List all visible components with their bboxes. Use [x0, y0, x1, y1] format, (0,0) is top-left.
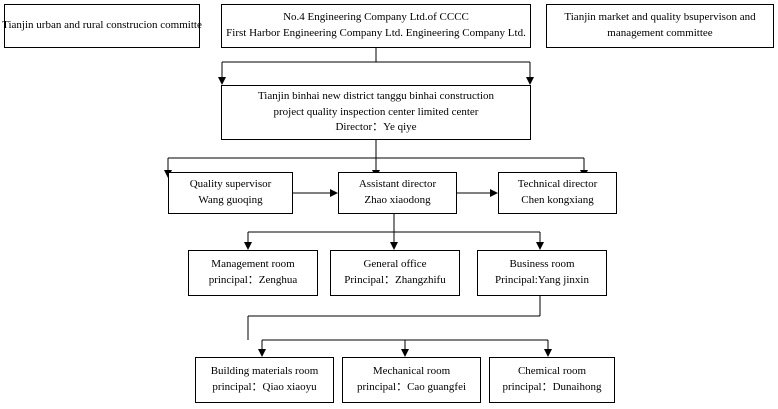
node-quality-supervisor-line-2: Wang guoqing: [198, 194, 263, 206]
node-management-room-line-1: Management room: [211, 258, 295, 271]
node-technical-director-line-2: Chen kongxiang: [521, 194, 594, 206]
node-top-center-line-2: First Harbor Engineering Company Ltd. En…: [226, 27, 526, 39]
node-chemical-room-line-2: principal：Dunaihong: [502, 381, 602, 393]
node-assistant-director: Assistant director Zhao xiaodong: [338, 172, 457, 214]
node-building-materials-room: Building materials room principal：Qiao x…: [195, 357, 334, 403]
node-business-room-line-2: Principal:Yang jinxin: [495, 274, 589, 286]
node-building-materials-room-line-1: Building materials room: [210, 365, 319, 378]
node-chemical-room-line-1: Chemical room: [517, 365, 587, 378]
node-business-room-line-1: Business room: [509, 258, 575, 271]
node-center-main-line-3: Director：Ye qiye: [335, 121, 417, 134]
node-mechanical-room-line-2: principal：Cao guangfei: [356, 381, 467, 393]
node-management-room-line-2: principal：Zenghua: [208, 274, 298, 286]
node-building-materials-room-line-2: principal：Qiao xiaoyu: [212, 381, 317, 393]
node-business-room: Business room Principal:Yang jinxin: [477, 250, 607, 296]
node-center-main-line-1: Tianjin binhai new district tanggu binha…: [257, 89, 495, 102]
node-top-left: Tianjin urban and rural construcion comm…: [2, 4, 202, 48]
node-chemical-room: Chemical room principal：Dunaihong: [489, 357, 615, 403]
node-top-right-line-1: Tianjin market and quality bsupervison a…: [564, 11, 756, 24]
node-quality-supervisor: Quality supervisor Wang guoqing: [168, 172, 293, 214]
node-center-main-line-2: project quality inspection center limite…: [273, 105, 479, 118]
node-general-office: General office Principal：Zhangzhifu: [330, 250, 460, 296]
node-top-center: No.4 Engineering Company Ltd.of CCCC Fir…: [221, 4, 531, 48]
node-top-left-line-1: Tianjin urban and rural construcion comm…: [2, 19, 202, 32]
node-center-main: Tianjin binhai new district tanggu binha…: [221, 85, 531, 140]
node-general-office-line-1: General office: [363, 258, 427, 271]
node-general-office-line-2: Principal：Zhangzhifu: [344, 274, 446, 286]
node-top-right-line-2: management committee: [607, 27, 713, 39]
node-top-right: Tianjin market and quality bsupervison a…: [546, 4, 774, 48]
node-mechanical-room-line-1: Mechanical room: [372, 365, 451, 378]
node-top-center-line-1: No.4 Engineering Company Ltd.of CCCC: [283, 11, 469, 24]
node-mechanical-room: Mechanical room principal：Cao guangfei: [342, 357, 481, 403]
node-technical-director-line-1: Technical director: [517, 178, 598, 191]
node-assistant-director-line-2: Zhao xiaodong: [364, 194, 431, 206]
node-technical-director: Technical director Chen kongxiang: [498, 172, 617, 214]
node-assistant-director-line-1: Assistant director: [358, 178, 437, 191]
node-quality-supervisor-line-1: Quality supervisor: [189, 178, 272, 191]
node-management-room: Management room principal：Zenghua: [188, 250, 318, 296]
